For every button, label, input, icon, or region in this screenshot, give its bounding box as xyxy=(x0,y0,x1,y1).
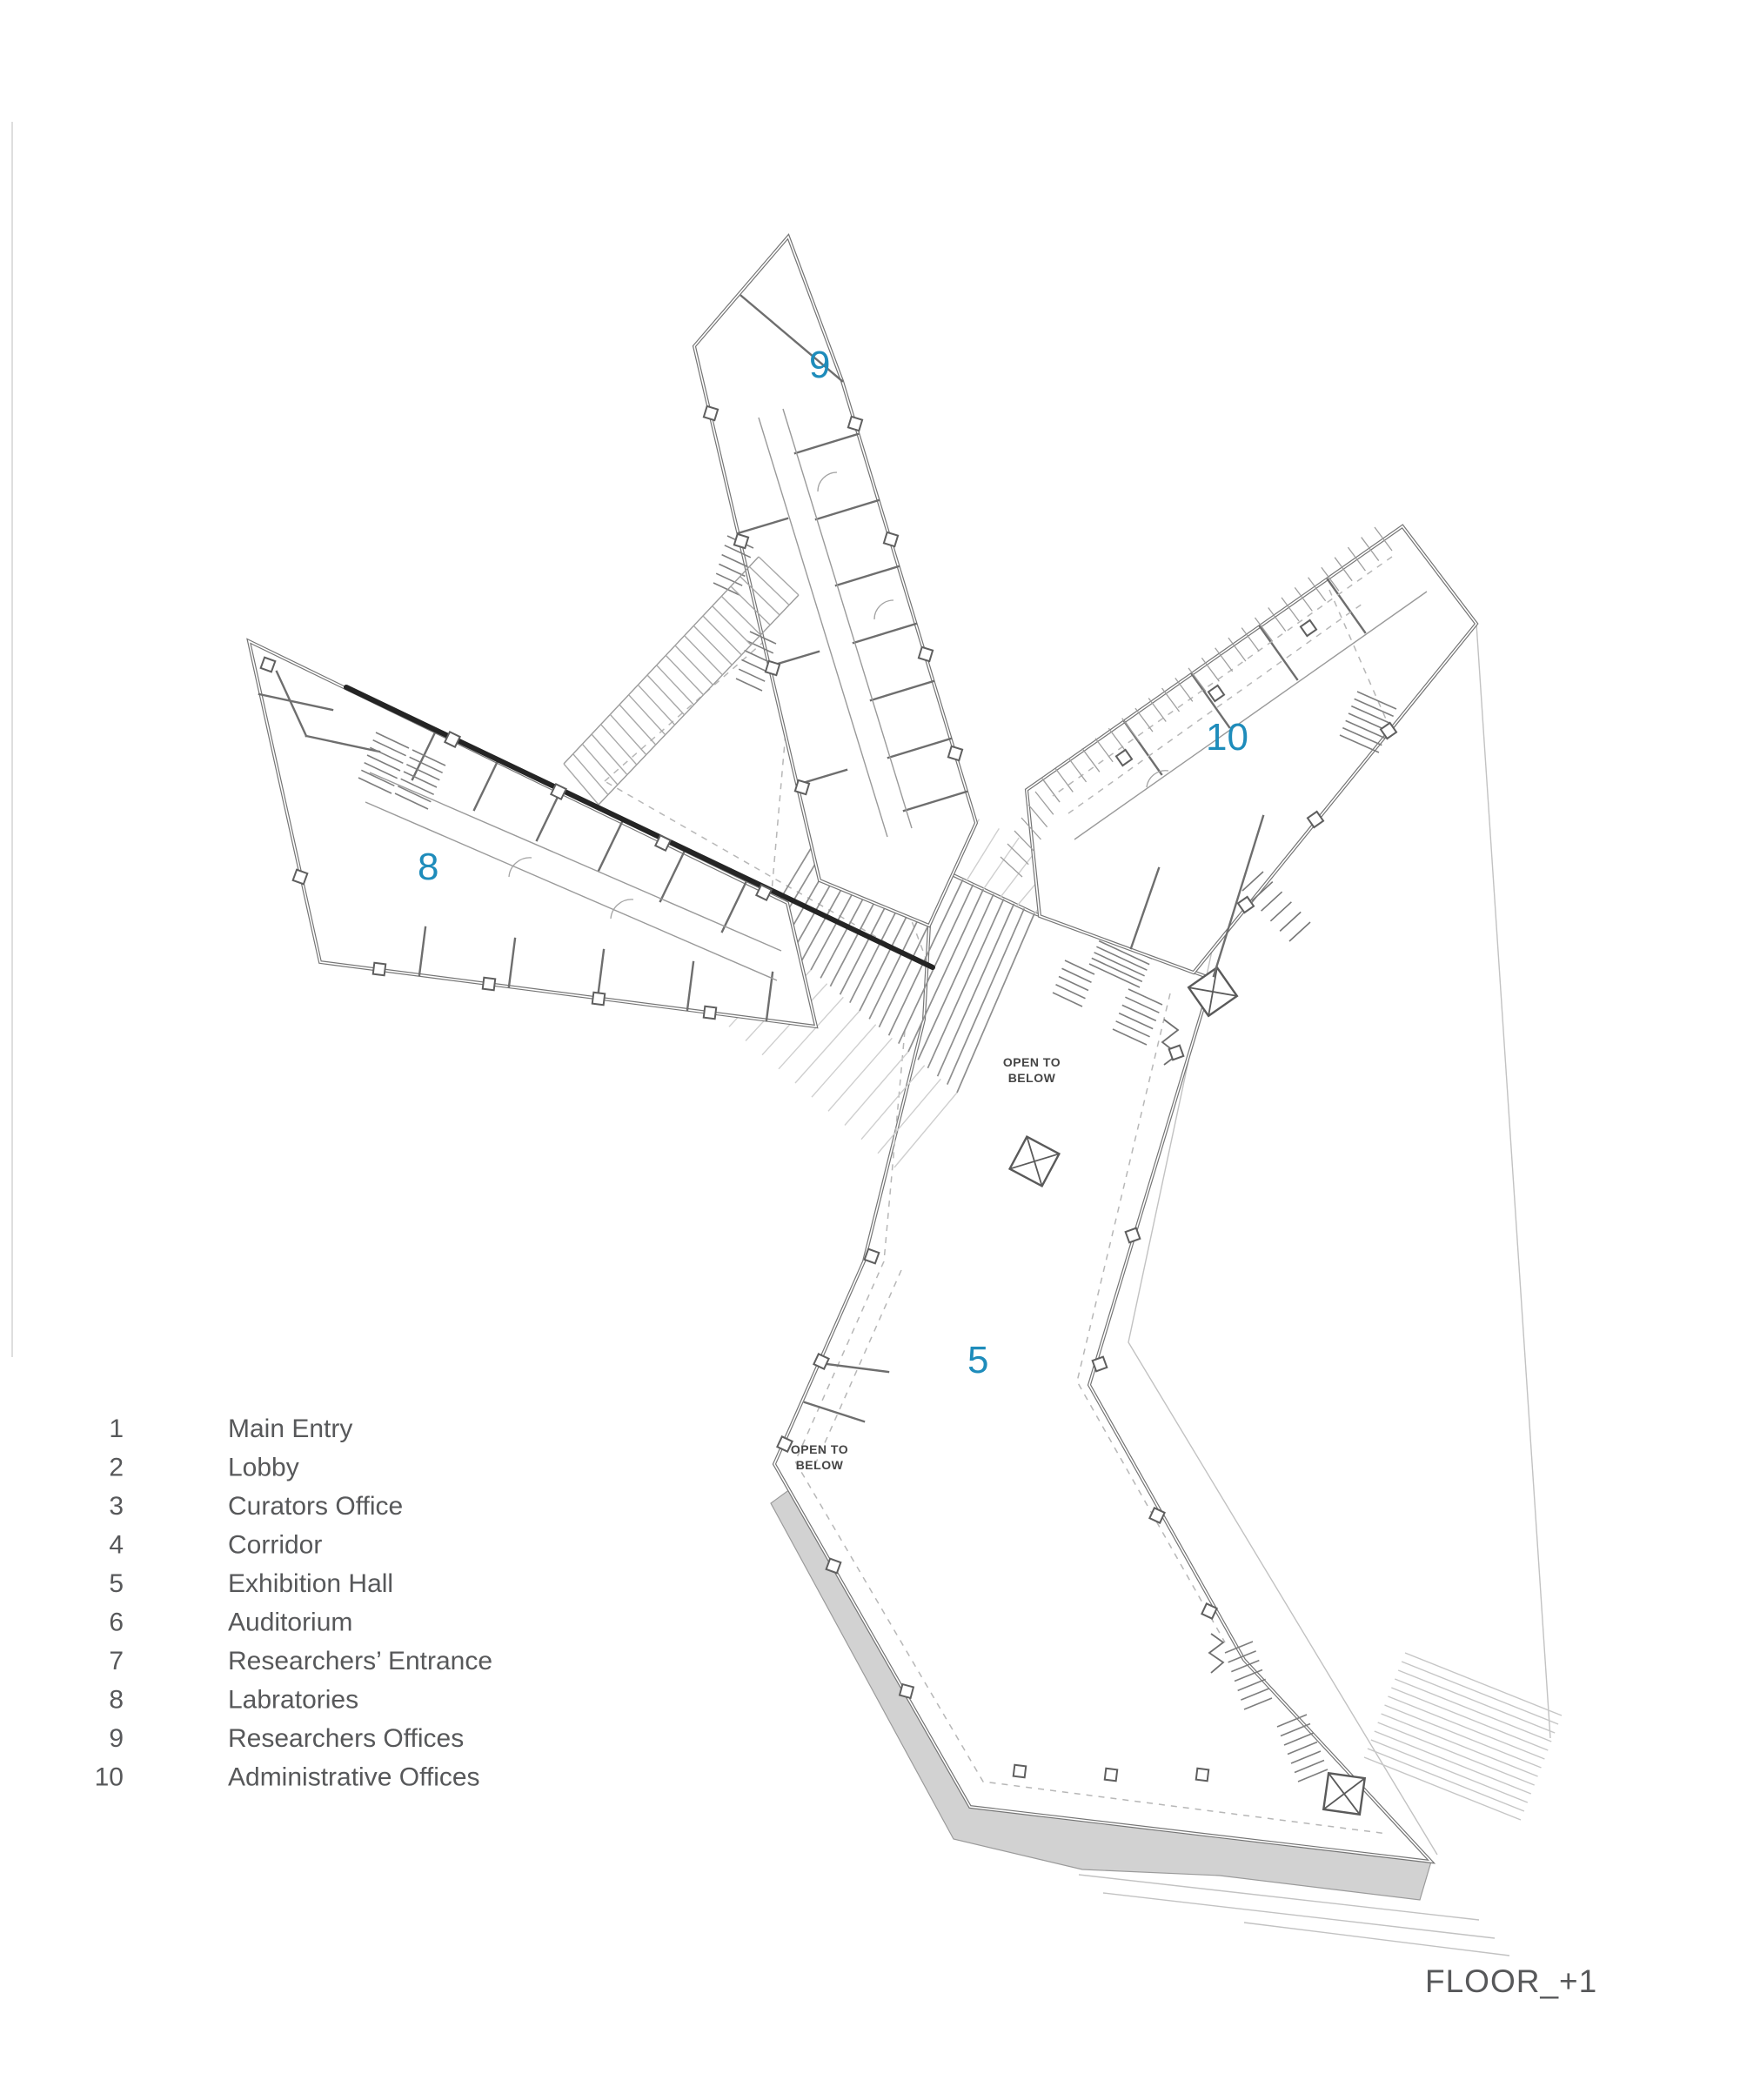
svg-text:OPEN TO: OPEN TO xyxy=(1003,1055,1061,1069)
legend: 1 Main Entry 2 Lobby 3 Curators Office 4 Corrid… xyxy=(95,1414,492,1792)
column-marker xyxy=(259,656,277,673)
column-marker xyxy=(653,833,673,853)
legend-item-label: Curators Office xyxy=(228,1492,403,1521)
columns xyxy=(259,405,1398,1782)
section-cut-line xyxy=(344,685,935,970)
legend-item-label: Lobby xyxy=(228,1454,299,1482)
wing9-partitions xyxy=(736,294,968,813)
legend-item-label: Auditorium xyxy=(228,1608,352,1637)
legend-item-number: 2 xyxy=(109,1454,124,1482)
label-researchers-offices: 9 xyxy=(809,344,830,386)
legend-item-number: 6 xyxy=(109,1608,124,1637)
wing8-partitions xyxy=(258,670,774,1022)
column-marker xyxy=(1168,1044,1185,1061)
legend-item-label: Main Entry xyxy=(228,1414,352,1443)
column-marker xyxy=(443,730,462,749)
column-marker xyxy=(1091,1355,1108,1373)
column-marker xyxy=(898,1682,915,1700)
column-marker xyxy=(1124,1227,1141,1244)
legend-item-label: Administrative Offices xyxy=(228,1763,480,1792)
elevator-icon xyxy=(1322,1771,1367,1816)
svg-text:OPEN TO: OPEN TO xyxy=(791,1442,848,1456)
site-lines xyxy=(1078,623,1563,1956)
column-marker xyxy=(917,645,934,663)
column-marker xyxy=(1236,895,1255,914)
legend-item-number: 5 xyxy=(109,1569,124,1598)
column-marker xyxy=(1148,1507,1166,1524)
wing-administrative-offices xyxy=(1000,524,1479,978)
legend-item-number: 3 xyxy=(109,1492,124,1521)
legend-item-number: 7 xyxy=(109,1647,124,1675)
label-exhibition-hall: 5 xyxy=(967,1339,988,1381)
elevator-icon xyxy=(1007,1134,1061,1188)
wing-researchers-offices xyxy=(692,233,979,928)
label-labratories: 8 xyxy=(418,846,438,888)
legend-item-label: Corridor xyxy=(228,1531,322,1560)
legend-item-number: 9 xyxy=(109,1724,124,1753)
legend-item-number: 10 xyxy=(95,1763,124,1792)
column-marker xyxy=(882,531,900,548)
open-to-below-annotation: OPEN TO BELOW xyxy=(791,1442,848,1472)
svg-text:BELOW: BELOW xyxy=(1008,1071,1056,1085)
svg-text:BELOW: BELOW xyxy=(796,1458,844,1472)
plan-number-labels: 9 8 10 5 xyxy=(418,344,1248,1381)
column-marker xyxy=(702,1005,718,1020)
column-marker xyxy=(776,1435,793,1453)
column-marker xyxy=(371,961,387,977)
elevator-icon xyxy=(1187,966,1239,1018)
column-marker xyxy=(549,782,568,801)
column-marker xyxy=(1201,1602,1218,1620)
column-marker xyxy=(1195,1767,1210,1782)
legend-item-number: 4 xyxy=(109,1531,124,1560)
column-marker xyxy=(847,415,864,432)
legend-item-number: 8 xyxy=(109,1686,124,1715)
column-marker xyxy=(291,868,309,886)
column-marker xyxy=(1306,810,1325,829)
column-marker xyxy=(481,976,497,992)
column-marker xyxy=(702,405,719,422)
column-marker xyxy=(863,1247,880,1265)
floor-title: FLOOR_+1 xyxy=(1425,1963,1597,1999)
column-marker xyxy=(1299,619,1318,638)
walkway-bridge xyxy=(563,556,800,806)
column-marker xyxy=(825,1557,842,1575)
column-marker xyxy=(1103,1767,1119,1782)
exterior-stair-hatch xyxy=(1363,1652,1563,1821)
column-marker xyxy=(1379,721,1398,740)
column-marker xyxy=(1114,748,1134,767)
legend-item-label: Researchers’ Entrance xyxy=(228,1647,492,1675)
column-marker xyxy=(754,883,773,902)
open-to-below-annotation: OPEN TO BELOW xyxy=(1003,1055,1061,1085)
column-marker xyxy=(764,659,781,677)
legend-item-number: 1 xyxy=(109,1414,124,1443)
exhibition-hall xyxy=(772,815,1436,1864)
column-marker xyxy=(947,745,964,762)
column-marker xyxy=(733,532,750,550)
column-marker xyxy=(1207,684,1226,703)
legend-item-label: Exhibition Hall xyxy=(228,1569,393,1598)
legend-item-label: Researchers Offices xyxy=(228,1724,464,1753)
column-marker xyxy=(813,1353,830,1370)
column-marker xyxy=(793,779,811,796)
column-marker xyxy=(591,991,606,1007)
wing-labratories xyxy=(246,638,935,1029)
label-administrative-offices: 10 xyxy=(1206,716,1248,759)
column-marker xyxy=(1012,1763,1027,1779)
legend-item-label: Labratories xyxy=(228,1686,358,1715)
